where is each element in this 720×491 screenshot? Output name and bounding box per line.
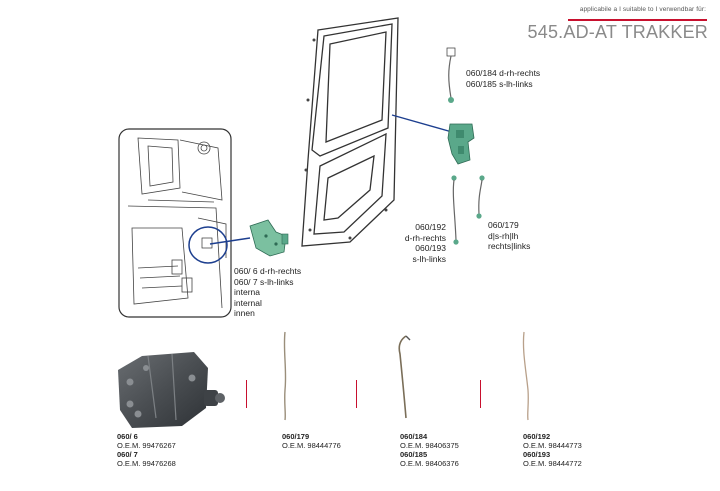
part-ref-rod-179: 060/179 O.E.M. 98444776 <box>282 432 341 450</box>
bracket-illustration <box>249 219 289 257</box>
model-title: 545.AD-AT TRAKKER <box>527 22 708 42</box>
rod-illustration <box>451 175 485 245</box>
part-ref-rod-192: 060/192 O.E.M. 98444773 060/193 O.E.M. 9… <box>523 432 582 468</box>
door-frame-illustration <box>301 17 399 247</box>
part-ref-rod-184: 060/184 O.E.M. 98406375 060/185 O.E.M. 9… <box>400 432 459 468</box>
rod-illustration <box>446 47 456 103</box>
separator <box>356 380 357 408</box>
lock-mechanism-illustration <box>447 123 475 165</box>
rod-illustration <box>522 331 529 421</box>
applicability-label: applicabile a I suitable to I verwendbar… <box>579 6 706 13</box>
callout-lower-rod-left: 060/192 d-rh-rechts 060/193 s-lh-links <box>404 222 446 264</box>
header-red-rule <box>568 19 707 21</box>
part-ref-bracket: 060/ 6 O.E.M. 99476267 060/ 7 O.E.M. 994… <box>117 432 176 468</box>
separator <box>246 380 247 408</box>
rod-illustration <box>398 335 411 419</box>
bracket-illustration <box>118 352 225 428</box>
rod-illustration <box>283 331 287 421</box>
callout-lower-rod-right: 060/179 d|s-rh|lh rechts|links <box>488 220 531 251</box>
callout-bracket: 060/ 6 d-rh-rechts 060/ 7 s-lh-links int… <box>234 266 302 318</box>
callout-upper-rod: 060/184 d-rh-rechts 060/185 s-lh-links <box>466 68 541 89</box>
separator <box>480 380 481 408</box>
